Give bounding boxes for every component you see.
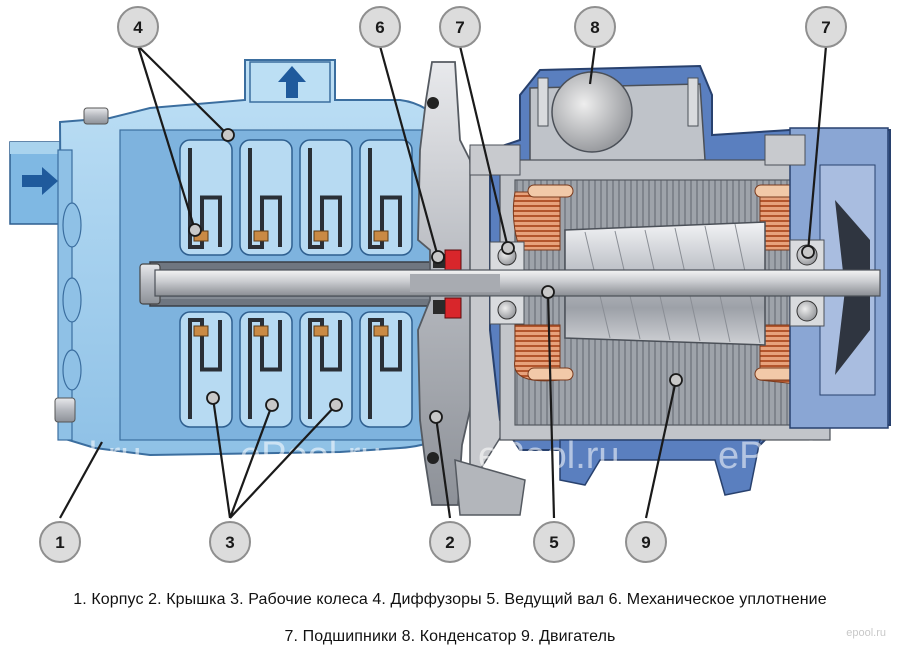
svg-text:ePool.ru: ePool.ru xyxy=(718,435,860,477)
main-shaft xyxy=(154,269,881,297)
motor-section xyxy=(469,64,891,496)
svg-text:2: 2 xyxy=(445,533,454,552)
impeller-stage xyxy=(299,311,353,428)
svg-text:8: 8 xyxy=(590,18,599,37)
svg-text:6: 6 xyxy=(375,18,384,37)
outlet-arrow-icon xyxy=(278,66,306,98)
drain-plug xyxy=(54,107,109,423)
impeller-stages-upper xyxy=(179,139,413,256)
impeller-stage xyxy=(359,311,413,428)
svg-text:3: 3 xyxy=(225,533,234,552)
callout-2: 2 xyxy=(429,521,471,563)
svg-text:7: 7 xyxy=(455,18,464,37)
callouts: 4 6 7 8 7 1 3 2 xyxy=(39,6,847,563)
callout-3: 3 xyxy=(209,521,251,563)
callout-9: 9 xyxy=(625,521,667,563)
impeller-stage xyxy=(239,311,293,428)
callout-1: 1 xyxy=(39,521,81,563)
leader-lines xyxy=(59,45,828,519)
callout-7-rear: 7 xyxy=(805,6,847,48)
capacitor xyxy=(551,71,633,153)
pump-section xyxy=(9,59,462,457)
logo-watermark: epool.ru xyxy=(846,627,886,639)
legend-line-1: 1. Корпус 2. Крышка 3. Рабочие колеса 4.… xyxy=(73,591,827,608)
svg-text:ePool.ru: ePool.ru xyxy=(240,435,382,477)
callout-5: 5 xyxy=(533,521,575,563)
svg-text:9: 9 xyxy=(641,533,650,552)
legend-line-2: 7. Подшипники 8. Конденсатор 9. Двигател… xyxy=(284,628,616,645)
callout-8: 8 xyxy=(574,6,616,48)
motor-foot xyxy=(559,439,761,496)
callout-4: 4 xyxy=(117,6,159,48)
svg-text:7: 7 xyxy=(821,18,830,37)
impeller-stage xyxy=(179,311,233,428)
inlet-pipe xyxy=(9,141,67,225)
impeller-stage xyxy=(359,139,413,256)
watermarks: ePool.ru ePool.ru ePool.ru ePool.ru xyxy=(0,435,860,477)
casing-front-wall xyxy=(57,149,82,441)
callout-6: 6 xyxy=(359,6,401,48)
svg-text:1: 1 xyxy=(55,533,64,552)
svg-text:4: 4 xyxy=(133,18,143,37)
callout-7-front: 7 xyxy=(439,6,481,48)
impeller-stage xyxy=(239,139,293,256)
svg-text:ePool.ru: ePool.ru xyxy=(478,435,620,477)
svg-text:5: 5 xyxy=(549,533,558,552)
svg-text:ePool.ru: ePool.ru xyxy=(0,435,142,477)
impeller-stage xyxy=(179,139,233,256)
impeller-stage xyxy=(299,139,353,256)
pump-cutaway-diagram: ePool.ru ePool.ru ePool.ru ePool.ru xyxy=(0,6,891,563)
inlet-arrow-icon xyxy=(22,167,58,195)
